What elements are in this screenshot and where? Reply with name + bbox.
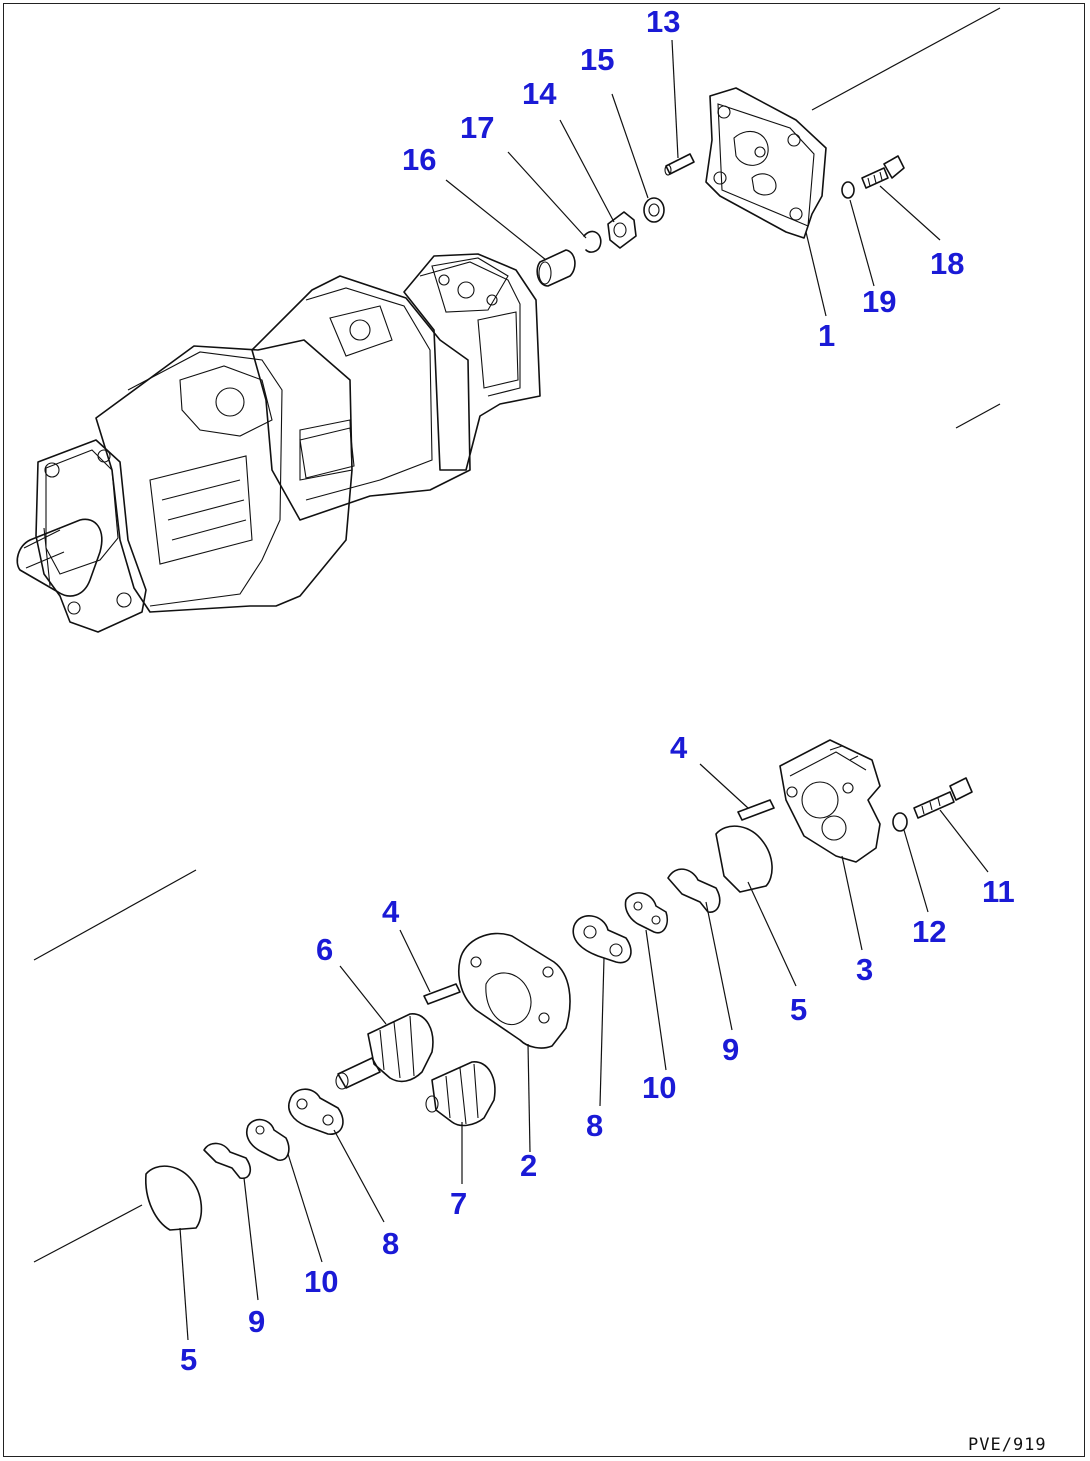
callout-9-lower: 9 <box>248 1304 265 1339</box>
callout-5-upper: 5 <box>790 992 807 1027</box>
pin-part-4-upper <box>737 799 775 821</box>
washer-part-12 <box>892 812 908 832</box>
callout-1: 1 <box>818 318 835 353</box>
driven-gear-part-7 <box>425 1061 496 1127</box>
axis-lines <box>33 7 1001 1263</box>
washer-part-19 <box>841 181 855 199</box>
callout-7: 7 <box>450 1186 467 1221</box>
seal-part-5-lower <box>145 1165 203 1231</box>
callout-4-lower: 4 <box>382 894 400 929</box>
snap-ring-part-17 <box>583 230 602 253</box>
callout-8-lower: 8 <box>382 1226 399 1261</box>
callout-10-upper: 10 <box>642 1070 676 1105</box>
callout-16: 16 <box>402 142 436 177</box>
backup-ring-part-9-lower <box>203 1142 252 1180</box>
gasket-part-8-upper <box>572 915 632 964</box>
callout-11: 11 <box>982 874 1015 909</box>
callouts: 13 15 14 17 16 18 19 1 4 11 12 3 5 9 10 … <box>180 4 1015 1377</box>
drive-gear-part-6 <box>335 1013 434 1090</box>
callout-2: 2 <box>520 1148 537 1183</box>
pin-part-4-lower <box>423 983 461 1005</box>
callout-15: 15 <box>580 42 614 77</box>
callout-17: 17 <box>460 110 494 145</box>
bushing-part-14 <box>607 211 637 249</box>
gasket-part-8-lower <box>288 1088 344 1135</box>
callout-19: 19 <box>862 284 896 319</box>
sleeve-part-16 <box>536 249 576 287</box>
body-cover-part-3 <box>779 739 881 863</box>
callout-4-upper: 4 <box>670 730 688 765</box>
seal-part-5-upper <box>715 825 773 893</box>
backup-ring-part-9-upper <box>667 868 721 913</box>
bolt-part-18 <box>861 155 905 189</box>
gasket-part-10-lower <box>246 1118 290 1161</box>
callout-9-upper: 9 <box>722 1032 739 1067</box>
callout-8-upper: 8 <box>586 1108 603 1143</box>
pump-assembly <box>16 253 541 633</box>
gasket-part-10-upper <box>624 892 669 934</box>
cover-plate-part-1 <box>705 87 827 239</box>
callout-12: 12 <box>912 914 946 949</box>
callout-6: 6 <box>316 932 333 967</box>
callout-10-lower: 10 <box>304 1264 338 1299</box>
callout-18: 18 <box>930 246 964 281</box>
callout-14: 14 <box>522 76 557 111</box>
leader-lines <box>179 39 989 1341</box>
drawing-code: PVE/919 <box>968 1435 1047 1455</box>
bolt-part-11 <box>913 777 973 819</box>
washer-part-15 <box>643 197 665 223</box>
callout-13: 13 <box>646 4 680 39</box>
gear-housing-part-2 <box>458 932 571 1049</box>
pin-part-13 <box>664 153 695 176</box>
callout-5-lower: 5 <box>180 1342 197 1377</box>
callout-3: 3 <box>856 952 873 987</box>
